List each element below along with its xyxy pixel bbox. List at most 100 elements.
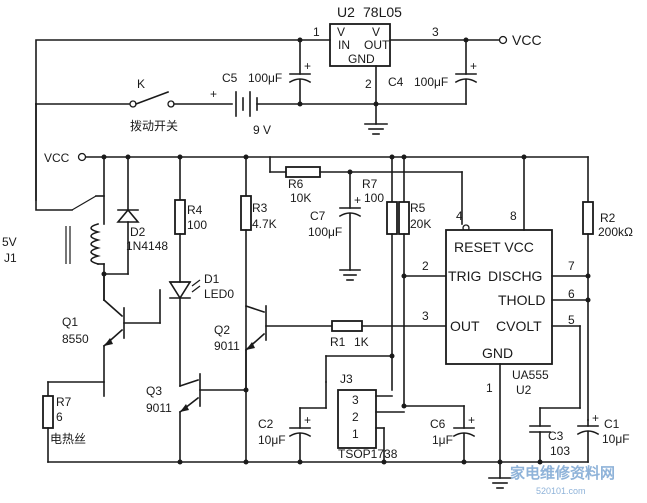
- c6-ref: C6: [430, 417, 446, 431]
- c5-ref: C5: [222, 71, 238, 85]
- r6-value: 10K: [290, 191, 311, 205]
- r6-ref: R6: [288, 177, 304, 191]
- timer-out: OUT: [450, 318, 480, 334]
- timer-pin-5: 5: [568, 313, 575, 327]
- c4-ref: C4: [388, 75, 404, 89]
- timer-ref: U2: [516, 383, 532, 397]
- r4-d1-q3: R4 100 D1 LED0 Q3 9011: [146, 156, 247, 463]
- regulator-in-label: IN: [338, 38, 350, 52]
- j3-pin-1: 1: [352, 427, 359, 441]
- regulator-pin-3: 3: [432, 25, 439, 39]
- timer-555: RESET VCC TRIG DISCHG THOLD OUT CVOLT GN…: [422, 156, 633, 463]
- relay-section: 5V J1 D2 1N4148: [2, 103, 168, 301]
- r2-resistor: [582, 201, 594, 235]
- relay-coil: [90, 223, 101, 265]
- regulator-pin-2: 2: [365, 77, 372, 91]
- regulator-gnd-label: GND: [348, 52, 375, 66]
- c3-value: 103: [550, 444, 570, 458]
- relay-contact: [71, 195, 97, 211]
- switch-k-name: 拨动开关: [130, 119, 178, 133]
- r3-value: 4.7K: [252, 217, 277, 231]
- r7-value: 100: [364, 191, 384, 205]
- watermark-url: 520101.com: [536, 486, 586, 496]
- r1-section: R1 1K: [330, 320, 447, 349]
- timer-pin-8: 8: [510, 209, 517, 223]
- timer-reset-vcc: RESET VCC: [454, 239, 534, 255]
- q1-transistor: Q1 8550: [62, 273, 161, 397]
- timer-trig: TRIG: [448, 268, 481, 284]
- r2-ref: R2: [600, 211, 616, 225]
- svg-text:+: +: [304, 59, 311, 73]
- c6-value: 1μF: [432, 433, 453, 447]
- c1-ref: C1: [604, 417, 620, 431]
- timer-gnd: GND: [482, 345, 513, 361]
- c5-value: 100μF: [248, 71, 282, 85]
- r3-resistor: [240, 195, 252, 231]
- timer-555-box: [445, 229, 553, 365]
- r4-ref: R4: [187, 203, 203, 217]
- vcc-label-left: VCC: [44, 151, 70, 165]
- q1-ref: Q1: [62, 315, 78, 329]
- c2-ref: C2: [258, 417, 274, 431]
- d2-diode: [116, 208, 140, 223]
- regulator-78l05: [329, 23, 391, 67]
- r7b-value: 6: [56, 410, 63, 424]
- r7-heater-resistor: [42, 395, 54, 429]
- r7b-name: 电热丝: [50, 432, 86, 446]
- timer-pin-2: 2: [422, 259, 429, 273]
- c2-value: 10μF: [258, 433, 286, 447]
- r7-resistor: [386, 201, 398, 235]
- regulator-v-out: V: [372, 25, 380, 39]
- d1-ref: D1: [204, 272, 220, 286]
- r6-resistor: [285, 166, 321, 178]
- timer-part: UA555: [512, 368, 549, 382]
- vcc-terminal-left: [77, 152, 87, 162]
- d1-value: LED0: [204, 287, 234, 301]
- timer-dischg: DISCHG: [488, 268, 542, 284]
- q1-value: 8550: [62, 332, 89, 346]
- r7-ref: R7: [362, 177, 378, 191]
- regulator-pin-1: 1: [313, 25, 320, 39]
- svg-text:+: +: [592, 411, 599, 425]
- svg-text:+: +: [468, 413, 475, 427]
- timer-pin-1: 1: [486, 381, 493, 395]
- relay-ref: J1: [4, 251, 17, 265]
- r4-resistor: [174, 199, 186, 235]
- vcc-terminal-top: [498, 35, 508, 45]
- d2-value: 1N4148: [126, 239, 168, 253]
- r5-value: 20K: [410, 217, 431, 231]
- regulator-out-label: OUT: [364, 38, 390, 52]
- switch-k-ref: K: [137, 77, 145, 91]
- timer-pin-3: 3: [422, 309, 429, 323]
- battery-label: 9 V: [253, 123, 271, 137]
- q2-ref: Q2: [214, 323, 230, 337]
- filter-section: + R6 10K R7 100 C7 100μF R5 20K: [269, 156, 470, 407]
- r4-value: 100: [187, 218, 207, 232]
- vcc-rail: VCC: [44, 151, 589, 165]
- q2-value: 9011: [214, 339, 240, 353]
- vcc-label-top: VCC: [512, 32, 542, 48]
- r7b-ref: R7: [56, 395, 72, 409]
- regulator-ref: U2: [337, 4, 355, 20]
- timer-pin-4: 4: [456, 209, 463, 223]
- timer-pin-7: 7: [568, 259, 575, 273]
- switch-k-lever: [134, 90, 170, 106]
- j3-ir-receiver: [337, 389, 377, 449]
- r2-value: 200kΩ: [598, 225, 633, 239]
- r3-q2: R3 4.7K Q2 9011: [214, 156, 333, 463]
- regulator-part: 78L05: [363, 4, 402, 20]
- regulator-v-in: V: [337, 25, 345, 39]
- switch-k-contact-2: [167, 100, 175, 108]
- q3-ref: Q3: [146, 384, 162, 398]
- d2-ref: D2: [130, 225, 146, 239]
- svg-text:+: +: [304, 413, 311, 427]
- timer-pin-6: 6: [568, 287, 575, 301]
- c3-ref: C3: [548, 429, 564, 443]
- c7-ref: C7: [310, 209, 326, 223]
- lower-section: + + + J3 3 2 1: [47, 353, 630, 489]
- heater-section: R7 6 电热丝: [42, 381, 105, 463]
- watermark: 家电维修资料网 520101.com: [510, 464, 615, 496]
- j3-pin-3: 3: [352, 393, 359, 407]
- relay-volt: 5V: [2, 235, 17, 249]
